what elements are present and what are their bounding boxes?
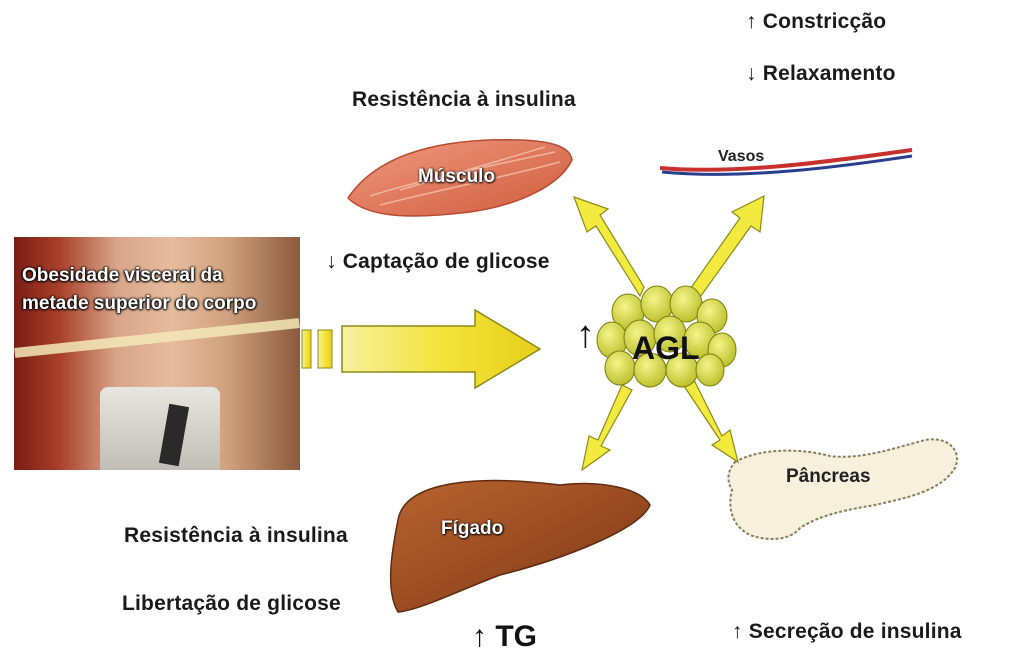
agl-arrow: ↑ — [576, 314, 595, 357]
arrow-to-pancreas — [684, 380, 738, 462]
measuring-tape — [14, 318, 299, 358]
pancreas-shape — [728, 439, 957, 539]
photo-caption: Obesidade visceral da metade superior do… — [22, 262, 292, 318]
liver-tg: ↑ TG — [472, 620, 537, 654]
vessels-label: Vasos — [718, 148, 764, 166]
big-arrow — [302, 310, 540, 388]
liver-shape — [391, 481, 650, 612]
arrow-to-liver — [582, 385, 632, 470]
arrow-to-muscle — [574, 197, 644, 296]
vessels-relaxation: ↓ Relaxamento — [746, 62, 896, 86]
vessels-constriction: ↑ Constricção — [746, 10, 886, 34]
liver-label: Fígado — [441, 518, 503, 540]
muscle-label: Músculo — [418, 166, 495, 188]
pancreas-insulin-secretion: ↑ Secreção de insulina — [732, 620, 962, 644]
liver-insulin-resistance: Resistência à insulina — [124, 524, 348, 548]
liver-glucose-release: Libertação de glicose — [122, 592, 341, 616]
pancreas-label: Pâncreas — [786, 466, 871, 488]
arrow-to-vessels — [688, 196, 764, 300]
muscle-insulin-resistance: Resistência à insulina — [352, 88, 576, 112]
muscle-glucose-uptake: ↓ Captação de glicose — [326, 250, 550, 274]
agl-label: AGL — [632, 330, 700, 367]
